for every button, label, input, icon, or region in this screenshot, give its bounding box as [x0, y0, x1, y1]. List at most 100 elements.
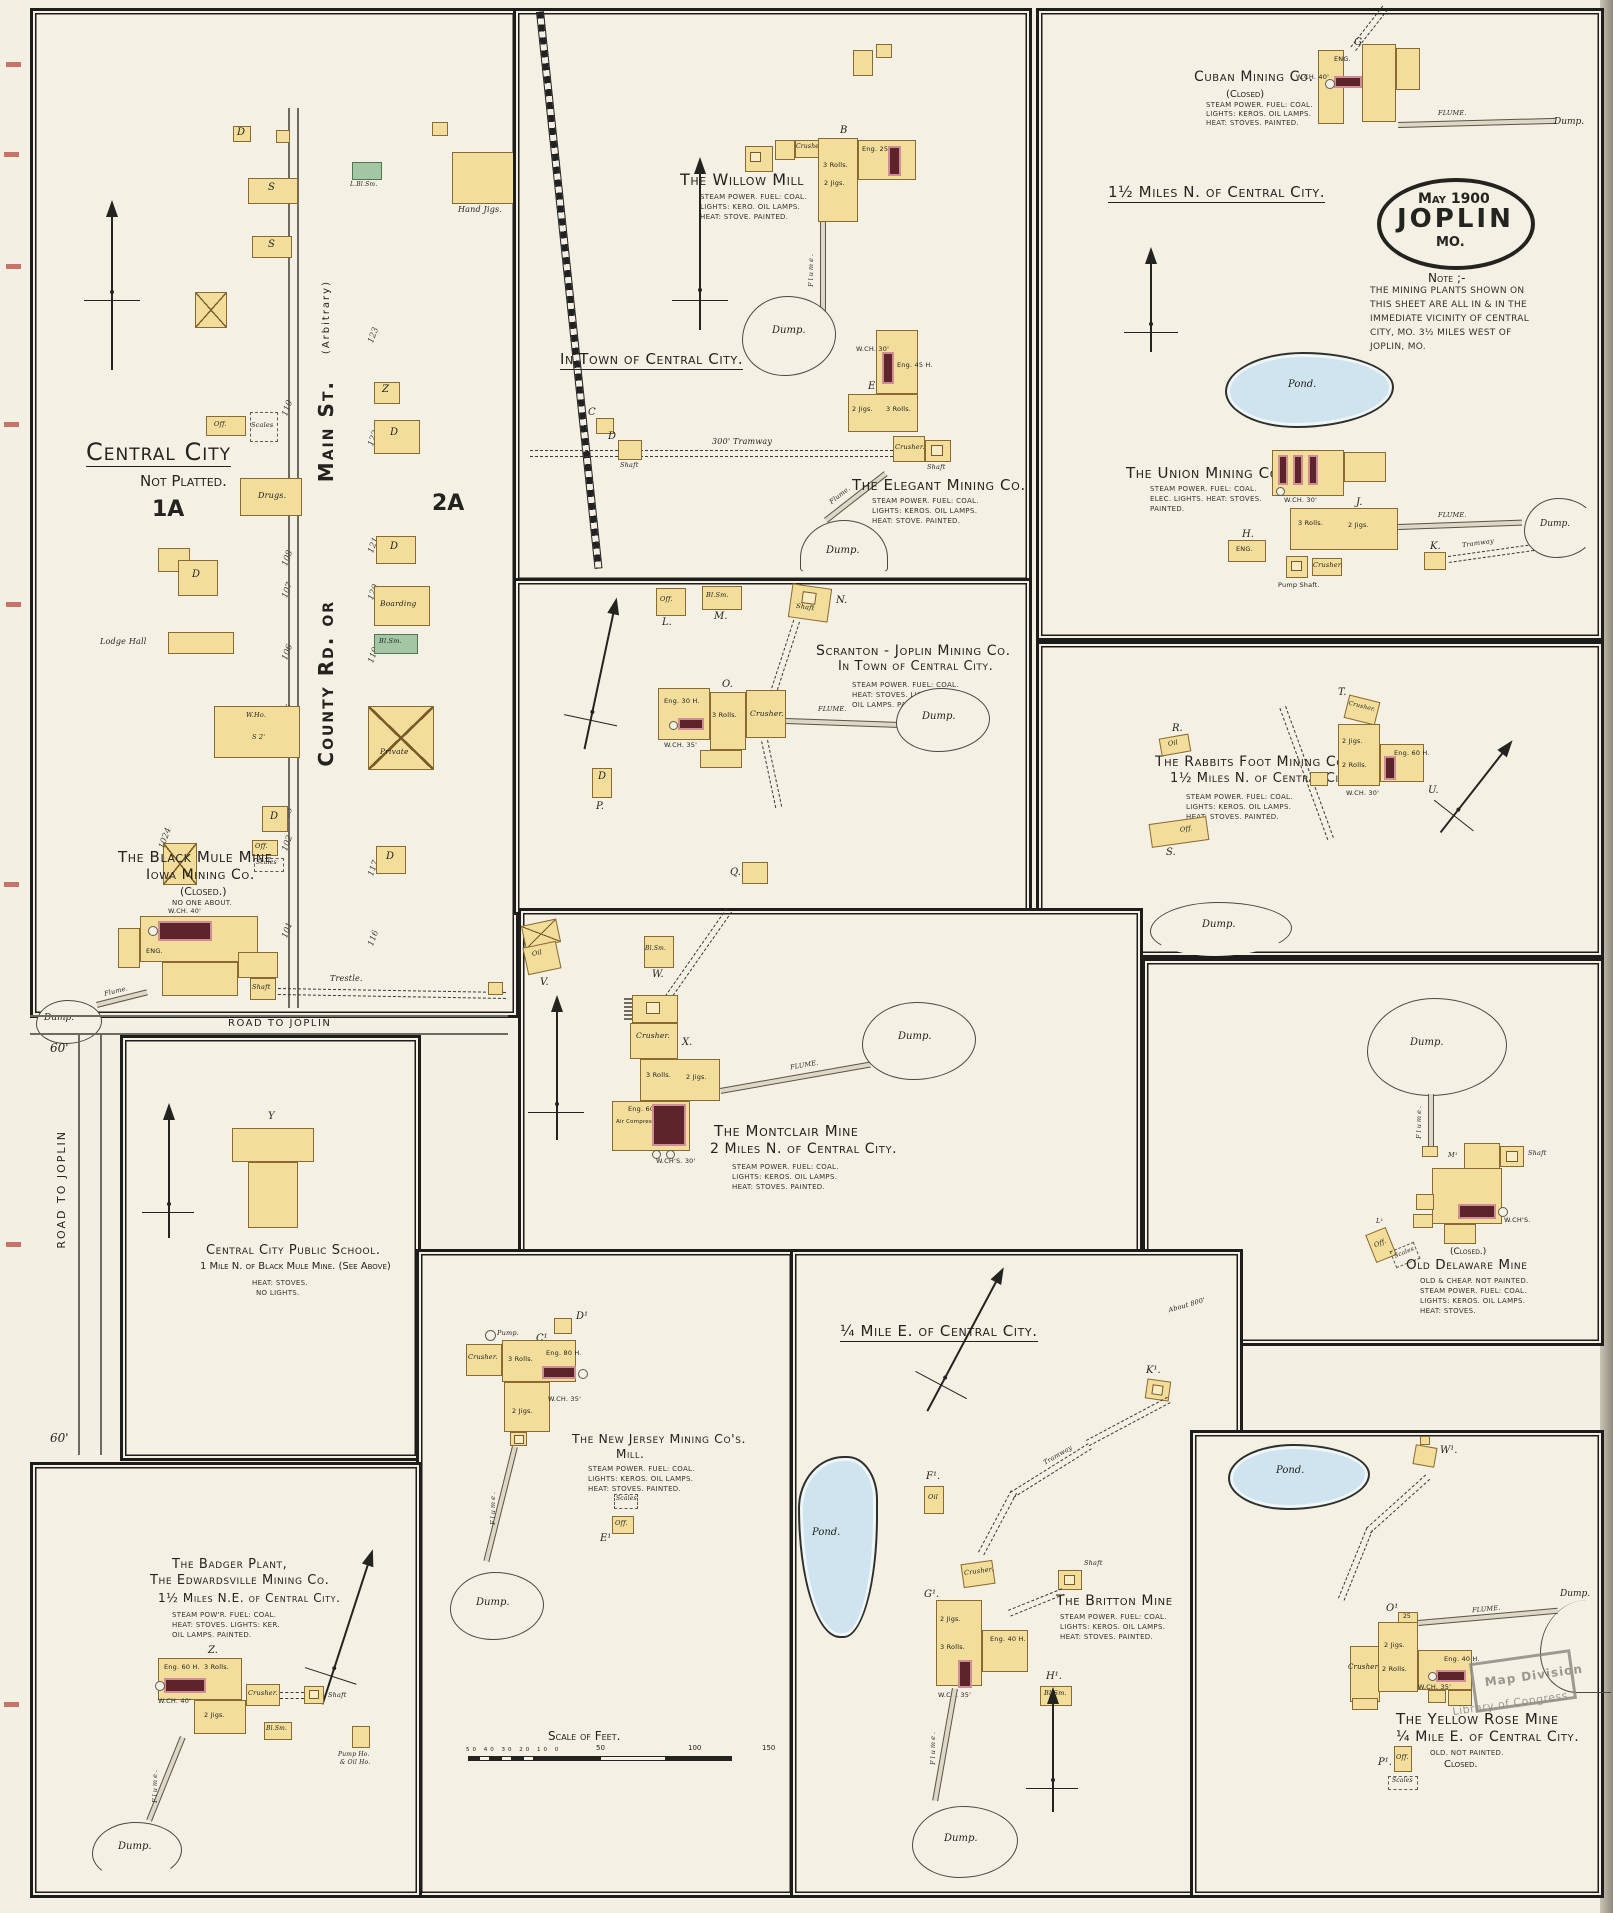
building-letter: D [598, 771, 607, 782]
school-building-wing [232, 1128, 314, 1162]
boiler [1458, 1204, 1496, 1219]
dump [1524, 498, 1596, 558]
building-letter: F¹. [926, 1471, 941, 1482]
badger-detail: Steam Pow'r. Fuel: Coal. [172, 1611, 277, 1619]
building [1310, 772, 1328, 786]
building-letter: X. [682, 1037, 693, 1048]
boiler [158, 921, 212, 941]
map-division-text: Map Division [1483, 1661, 1584, 1690]
dump-label: Dump. [1202, 919, 1236, 930]
scales-label: Scales [616, 1495, 637, 1502]
building-letter: N. [836, 595, 848, 606]
block-1a: 1A [152, 497, 185, 522]
boiler-circle [1428, 1672, 1437, 1681]
blacksmith-label: Bl.Sm. [266, 1725, 288, 1732]
union-annex [1344, 452, 1386, 482]
building [276, 130, 290, 143]
shaft-label: Shaft [620, 461, 639, 469]
note-head: Note ;- [1428, 271, 1466, 285]
building-letter: L¹ [1376, 1217, 1384, 1225]
scales-label: Scales [256, 859, 277, 866]
pump-label: Pump. [497, 1329, 519, 1337]
building-letter: H. [1242, 529, 1254, 540]
montclair-detail: Lights: Keros. Oil Lamps. [732, 1173, 838, 1181]
delaware-detail: Lights: Keros. Oil Lamps. [1420, 1297, 1526, 1305]
north-arrow [168, 1108, 170, 1238]
north-arrow-cross [1026, 1788, 1078, 1790]
north-arrow-head [1047, 1687, 1059, 1704]
school-building-main [248, 1162, 298, 1228]
pump-oil-house [352, 1726, 370, 1748]
flume-label: Flume. [151, 1768, 159, 1803]
black-mule-note: No one about. [172, 899, 233, 907]
nj-d1-building [554, 1318, 572, 1334]
wch-label: W.CH. 30' [1346, 789, 1380, 797]
delaware-detail: Heat: Stoves. [1420, 1307, 1476, 1315]
panel-rabbits-foot [1036, 641, 1604, 958]
building-letter: D [390, 427, 399, 438]
badger-detail: Heat: Stoves. Lights: Ker. [172, 1621, 280, 1629]
flume-label: Flume. [1438, 511, 1467, 519]
dump-label: Dump. [898, 1031, 932, 1042]
dump [92, 1822, 182, 1880]
boiler [164, 1678, 206, 1693]
boiler [882, 352, 894, 384]
inner-square [1291, 561, 1302, 571]
jigs-label: 2 Jigs. [512, 1407, 533, 1415]
britton-detail: Heat: Stoves. Painted. [1060, 1633, 1154, 1641]
flume-label: Flume. [489, 1490, 497, 1525]
willow-detail: Lights: Kero. Oil Lamps. [700, 203, 801, 211]
eng-label: Eng. [146, 947, 163, 955]
stamp-date: May 1900 [1418, 191, 1490, 207]
building-letter: O. [722, 679, 733, 690]
building-letter: M. [714, 611, 728, 622]
road-line [30, 1015, 508, 1017]
crusher-building [246, 1684, 280, 1706]
boiler-circle [1498, 1207, 1508, 1217]
red-edge-mark [4, 882, 19, 887]
dump [1150, 902, 1292, 956]
dump-label: Dump. [826, 545, 860, 556]
building-letter: Z [382, 384, 389, 395]
school-detail: Heat: Stoves. [252, 1279, 308, 1287]
building-letter: P¹. [1378, 1757, 1392, 1768]
office-label: Off. [615, 1519, 628, 1527]
office-label: Off. [214, 420, 227, 428]
note-line: The Mining Plants shown on [1370, 286, 1525, 296]
britton-eng [982, 1630, 1028, 1672]
building-letter: D [237, 127, 246, 138]
crusher-label: Crusher. [750, 709, 785, 718]
blacksmith-label: Bl.Sm. [645, 945, 667, 952]
building-letter: K¹. [1146, 1365, 1161, 1376]
building-letter: D [390, 541, 399, 552]
panel-willow-elegant [513, 8, 1032, 584]
stamp-state: Mo. [1436, 235, 1465, 250]
quarter-mile-heading: ¼ Mile E. of Central City. [840, 1322, 1038, 1342]
road-line [100, 1035, 102, 1455]
pump-circle [485, 1330, 496, 1341]
nj-title: The New Jersey Mining Co's. [572, 1431, 747, 1446]
shaft-label: Shaft [328, 1691, 347, 1699]
nj-detail: Lights: Keros. Oil Lamps. [588, 1475, 694, 1483]
wch-label: W.CH'S. 30' [656, 1157, 696, 1165]
lblsm-label: L.Bl.Sm. [350, 181, 378, 188]
jigs-label: 2 Jigs. [852, 405, 873, 413]
building-letter: G¹. [924, 1589, 940, 1600]
pond [1228, 1444, 1370, 1510]
building-letter: V. [540, 977, 549, 988]
badger-title2: The Edwardsville Mining Co. [150, 1573, 330, 1588]
rolls-label: 3 Rolls. [940, 1643, 966, 1651]
yr-jigs [1378, 1622, 1418, 1692]
scale-50: 50 [596, 1744, 605, 1752]
county-rd-label: County Rd. or [314, 600, 338, 767]
black-mule-annex [238, 952, 278, 978]
dump [36, 1000, 102, 1044]
sixty-label: 60' [50, 1431, 69, 1445]
building [376, 846, 406, 874]
dump-arc [1540, 1600, 1611, 1693]
building [252, 236, 292, 258]
building-letter: Z. [208, 1645, 218, 1656]
jigs-label: 2 Jigs. [1348, 521, 1369, 529]
dump [742, 296, 836, 376]
wch-label: W.CH'S. [1504, 1216, 1531, 1224]
